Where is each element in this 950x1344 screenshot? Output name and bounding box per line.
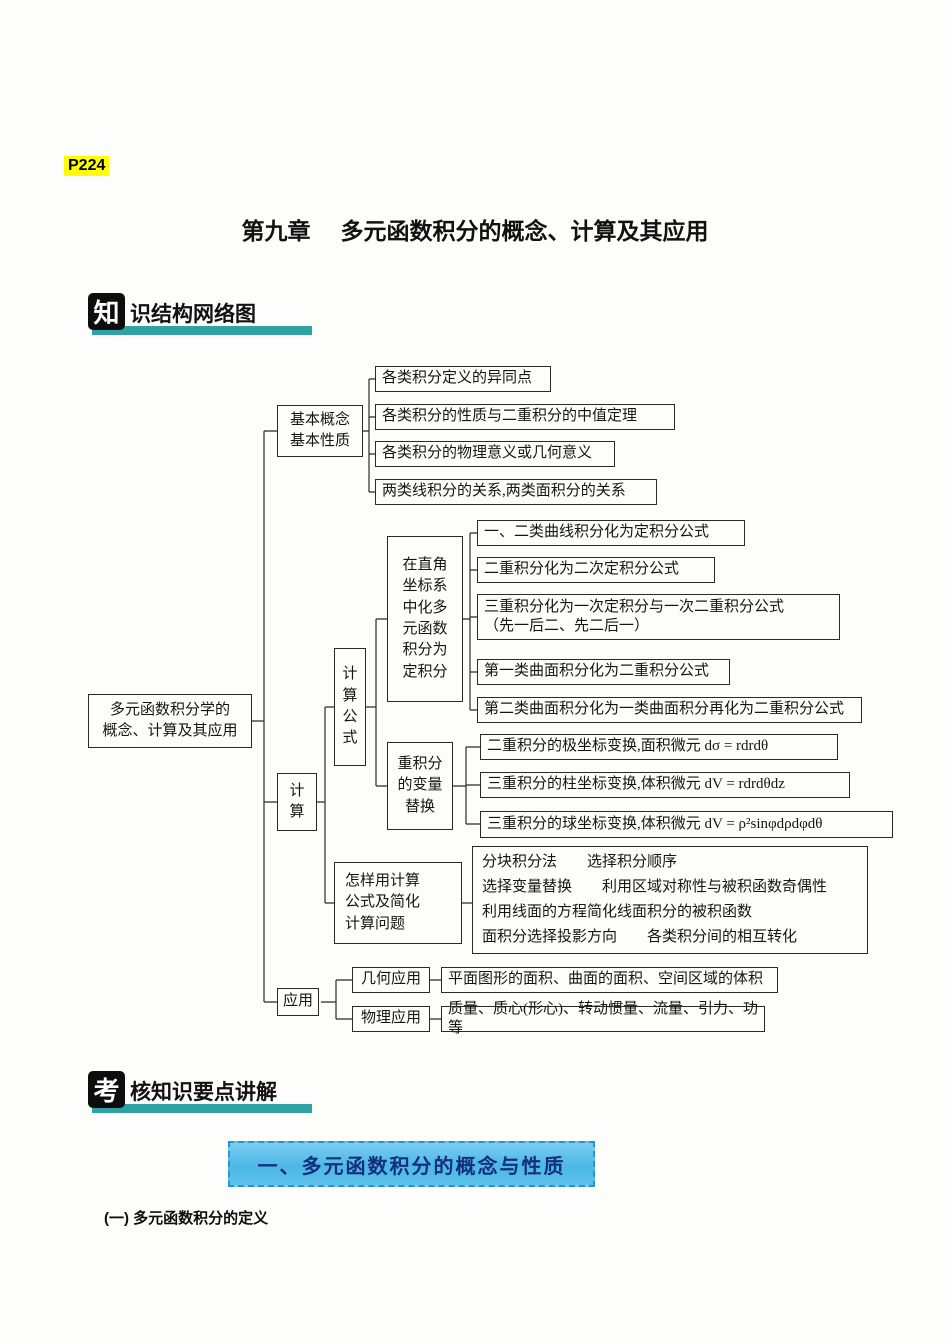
leaf-rect-2: 二重积分化为二次定积分公式 (477, 557, 715, 583)
node-application: 应用 (277, 988, 319, 1016)
leaf-rect-5: 第二类曲面积分化为一类曲面积分再化为二重积分公式 (477, 697, 862, 723)
leaf-rect-4: 第一类曲面积分化为二重积分公式 (477, 659, 730, 685)
knowledge-section-title: 识结构网络图 (130, 303, 256, 326)
leaf-subst-3: 三重积分的球坐标变换,体积微元 dV = ρ²sinφdρdφdθ (480, 811, 893, 838)
node-variable-substitution: 重积分 的变量 替换 (387, 742, 453, 830)
leaf-basic-1: 各类积分定义的异同点 (375, 366, 551, 392)
leaf-basic-2: 各类积分的性质与二重积分的中值定理 (375, 404, 675, 430)
leaf-physical: 质量、质心(形心)、转动惯量、流量、引力、功等 (441, 1001, 765, 1036)
node-calculation: 计 算 (277, 773, 317, 831)
leaf-subst-2: 三重积分的柱坐标变换,体积微元 dV = rdrdθdz (480, 772, 850, 798)
knowledge-badge: 知 (88, 293, 125, 330)
node-howto-simplify: 怎样用计算 公式及简化 计算问题 (334, 862, 462, 944)
page-ref-highlight: P224 (64, 156, 110, 176)
subsection-heading: (一) 多元函数积分的定义 (104, 1210, 269, 1227)
leaf-rect-3: 三重积分化为一次定积分与一次二重积分公式 （先一后二、先二后一） (477, 594, 840, 640)
exam-accent-bar (92, 1104, 312, 1113)
knowledge-accent-bar (92, 326, 312, 335)
leaf-basic-3: 各类积分的物理意义或几何意义 (375, 441, 615, 467)
leaf-howto-content: 分块积分法 选择积分顺序 选择变量替换 利用区域对称性与被积函数奇偶性 利用线面… (472, 846, 868, 954)
node-basic-concepts: 基本概念 基本性质 (277, 405, 363, 457)
chapter-heading: 第九章 多元函数积分的概念、计算及其应用 (0, 212, 950, 246)
node-geometric-application: 几何应用 (352, 967, 430, 993)
exam-section-title: 核知识要点讲解 (130, 1081, 277, 1104)
exam-badge: 考 (88, 1071, 125, 1108)
topic-banner: 一、多元函数积分的概念与性质 (228, 1141, 595, 1187)
leaf-basic-4: 两类线积分的关系,两类面积分的关系 (375, 479, 657, 505)
chapter-label: 第九章 (241, 218, 311, 244)
node-calc-formula: 计 算 公 式 (334, 648, 366, 766)
leaf-subst-1: 二重积分的极坐标变换,面积微元 dσ = rdrdθ (480, 734, 838, 760)
node-rect-coordinates: 在直角 坐标系 中化多 元函数 积分为 定积分 (387, 536, 463, 702)
node-root: 多元函数积分学的 概念、计算及其应用 (88, 694, 252, 748)
node-physical-application: 物理应用 (352, 1006, 430, 1032)
leaf-rect-1: 一、二类曲线积分化为定积分公式 (477, 520, 745, 546)
chapter-title: 多元函数积分的概念、计算及其应用 (340, 218, 709, 244)
leaf-geometric: 平面图形的面积、曲面的面积、空间区域的体积 (441, 967, 778, 993)
